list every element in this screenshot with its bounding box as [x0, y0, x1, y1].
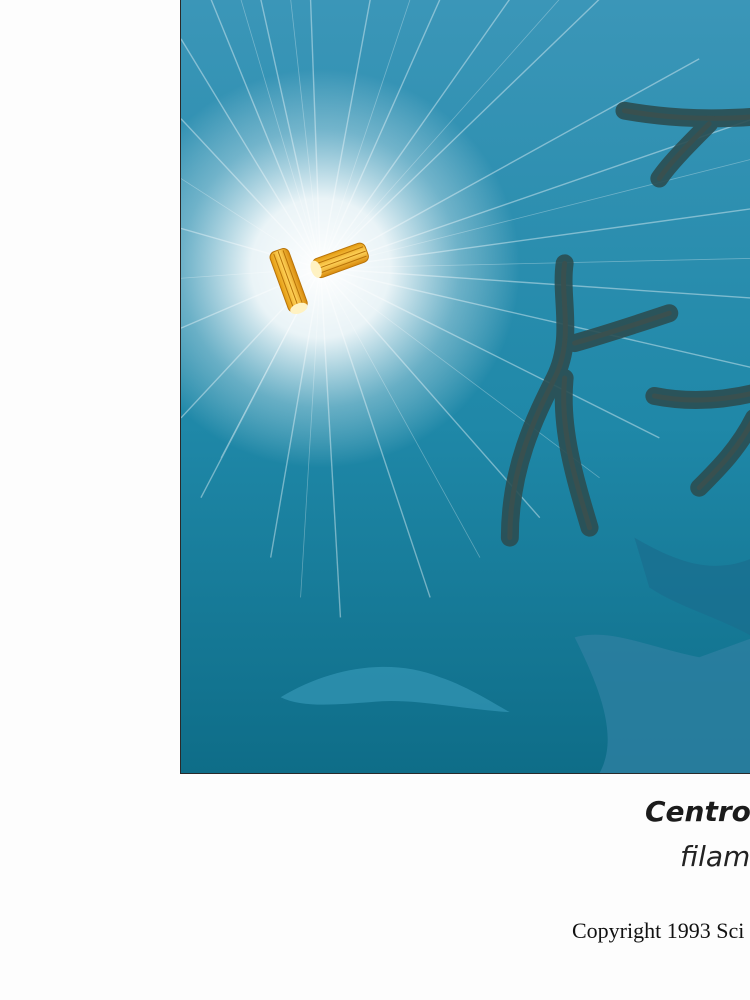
centriole-icon — [269, 242, 369, 314]
centrosome-illustration — [180, 0, 750, 774]
illustration-canvas — [181, 0, 750, 773]
copyright-notice: Copyright 1993 Sci — [572, 918, 745, 943]
caption-title: Centros — [645, 795, 750, 828]
centrosome-glow — [181, 68, 520, 468]
membrane-fragment — [280, 666, 510, 713]
caption-subtitle: filam — [680, 840, 750, 873]
membrane-fragment — [574, 634, 750, 773]
chromosome-body — [500, 254, 679, 547]
